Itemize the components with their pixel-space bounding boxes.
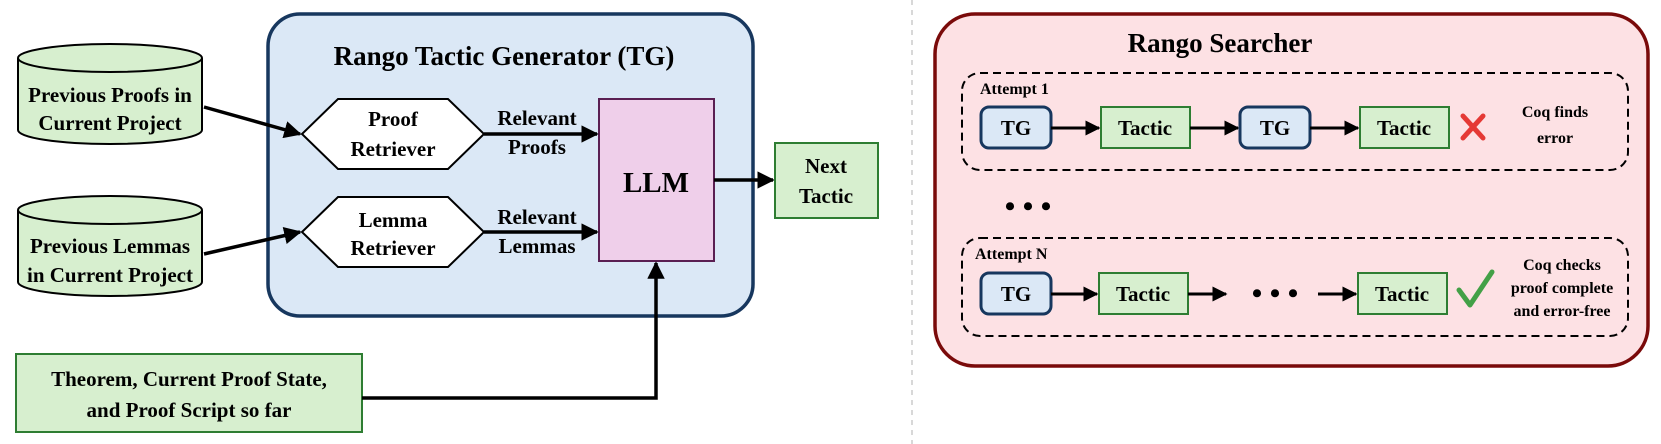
tg-box-label: TG <box>1001 116 1031 140</box>
arrow-theorem-to-llm <box>362 261 665 400</box>
attempt-1-box <box>961 72 1629 171</box>
tactic-box-label: Tactic <box>1116 282 1170 306</box>
proof-retriever-label: Proof <box>368 107 419 131</box>
proof-retriever-label: Retriever <box>350 137 435 161</box>
relevant-proofs-label: Relevant <box>497 106 576 130</box>
tg-box-label: TG <box>1260 116 1290 140</box>
attempt-n-result: proof complete <box>1511 280 1613 297</box>
theorem-state-node <box>15 353 363 433</box>
lemma-retriever-label: Retriever <box>350 236 435 260</box>
searcher-title: Rango Searcher <box>1128 28 1313 58</box>
attempt-1-result: Coq finds <box>1522 104 1588 121</box>
theorem-state-label: and Proof Script so far <box>87 398 292 422</box>
tactic-box-label: Tactic <box>1118 116 1172 140</box>
previous-lemmas-node <box>17 195 203 297</box>
relevant-proofs-label: Proofs <box>508 135 566 159</box>
theorem-state-label: Theorem, Current Proof State, <box>51 367 327 391</box>
relevant-lemmas-label: Relevant <box>497 205 576 229</box>
llm-node <box>598 98 715 262</box>
previous-proofs-label: Previous Proofs in <box>28 83 192 107</box>
previous-lemmas-label: Previous Lemmas <box>30 234 190 258</box>
attempt-1-result: error <box>1537 130 1573 147</box>
tactic-box <box>1357 272 1448 315</box>
relevant-lemmas-label: Lemmas <box>499 234 576 258</box>
llm-label: LLM <box>623 167 689 199</box>
check-icon <box>1456 269 1495 308</box>
tactic-box <box>1359 106 1450 149</box>
tactic-box-label: Tactic <box>1377 116 1431 140</box>
arrow-proofs-to-retriever <box>203 105 302 139</box>
cross-icon <box>1460 113 1486 141</box>
tactic-box <box>1100 106 1191 149</box>
attempt-n-result: and error-free <box>1514 303 1611 320</box>
previous-lemmas-label: in Current Project <box>27 263 193 287</box>
attempt-1-label: Attempt 1 <box>980 81 1049 98</box>
tg-panel-title: Rango Tactic Generator (TG) <box>334 41 675 71</box>
next-tactic-label: Tactic <box>799 184 853 208</box>
tg-box-label: TG <box>1001 282 1031 306</box>
attempt-n-dots: • • • <box>1252 277 1299 310</box>
tactic-box <box>1098 272 1189 315</box>
tactic-box-label: Tactic <box>1375 282 1429 306</box>
next-tactic-node <box>774 142 879 219</box>
previous-proofs-label: Current Project <box>38 111 181 135</box>
previous-proofs-node <box>17 43 203 145</box>
attempt-n-box <box>961 237 1629 337</box>
next-tactic-label: Next <box>805 154 847 178</box>
attempts-ellipsis: • • • <box>1005 190 1052 223</box>
attempt-n-result: Coq checks <box>1523 257 1601 274</box>
attempt-n-label: Attempt N <box>975 246 1048 263</box>
lemma-retriever-label: Lemma <box>359 208 428 232</box>
arrow-lemmas-to-retriever <box>203 226 302 256</box>
